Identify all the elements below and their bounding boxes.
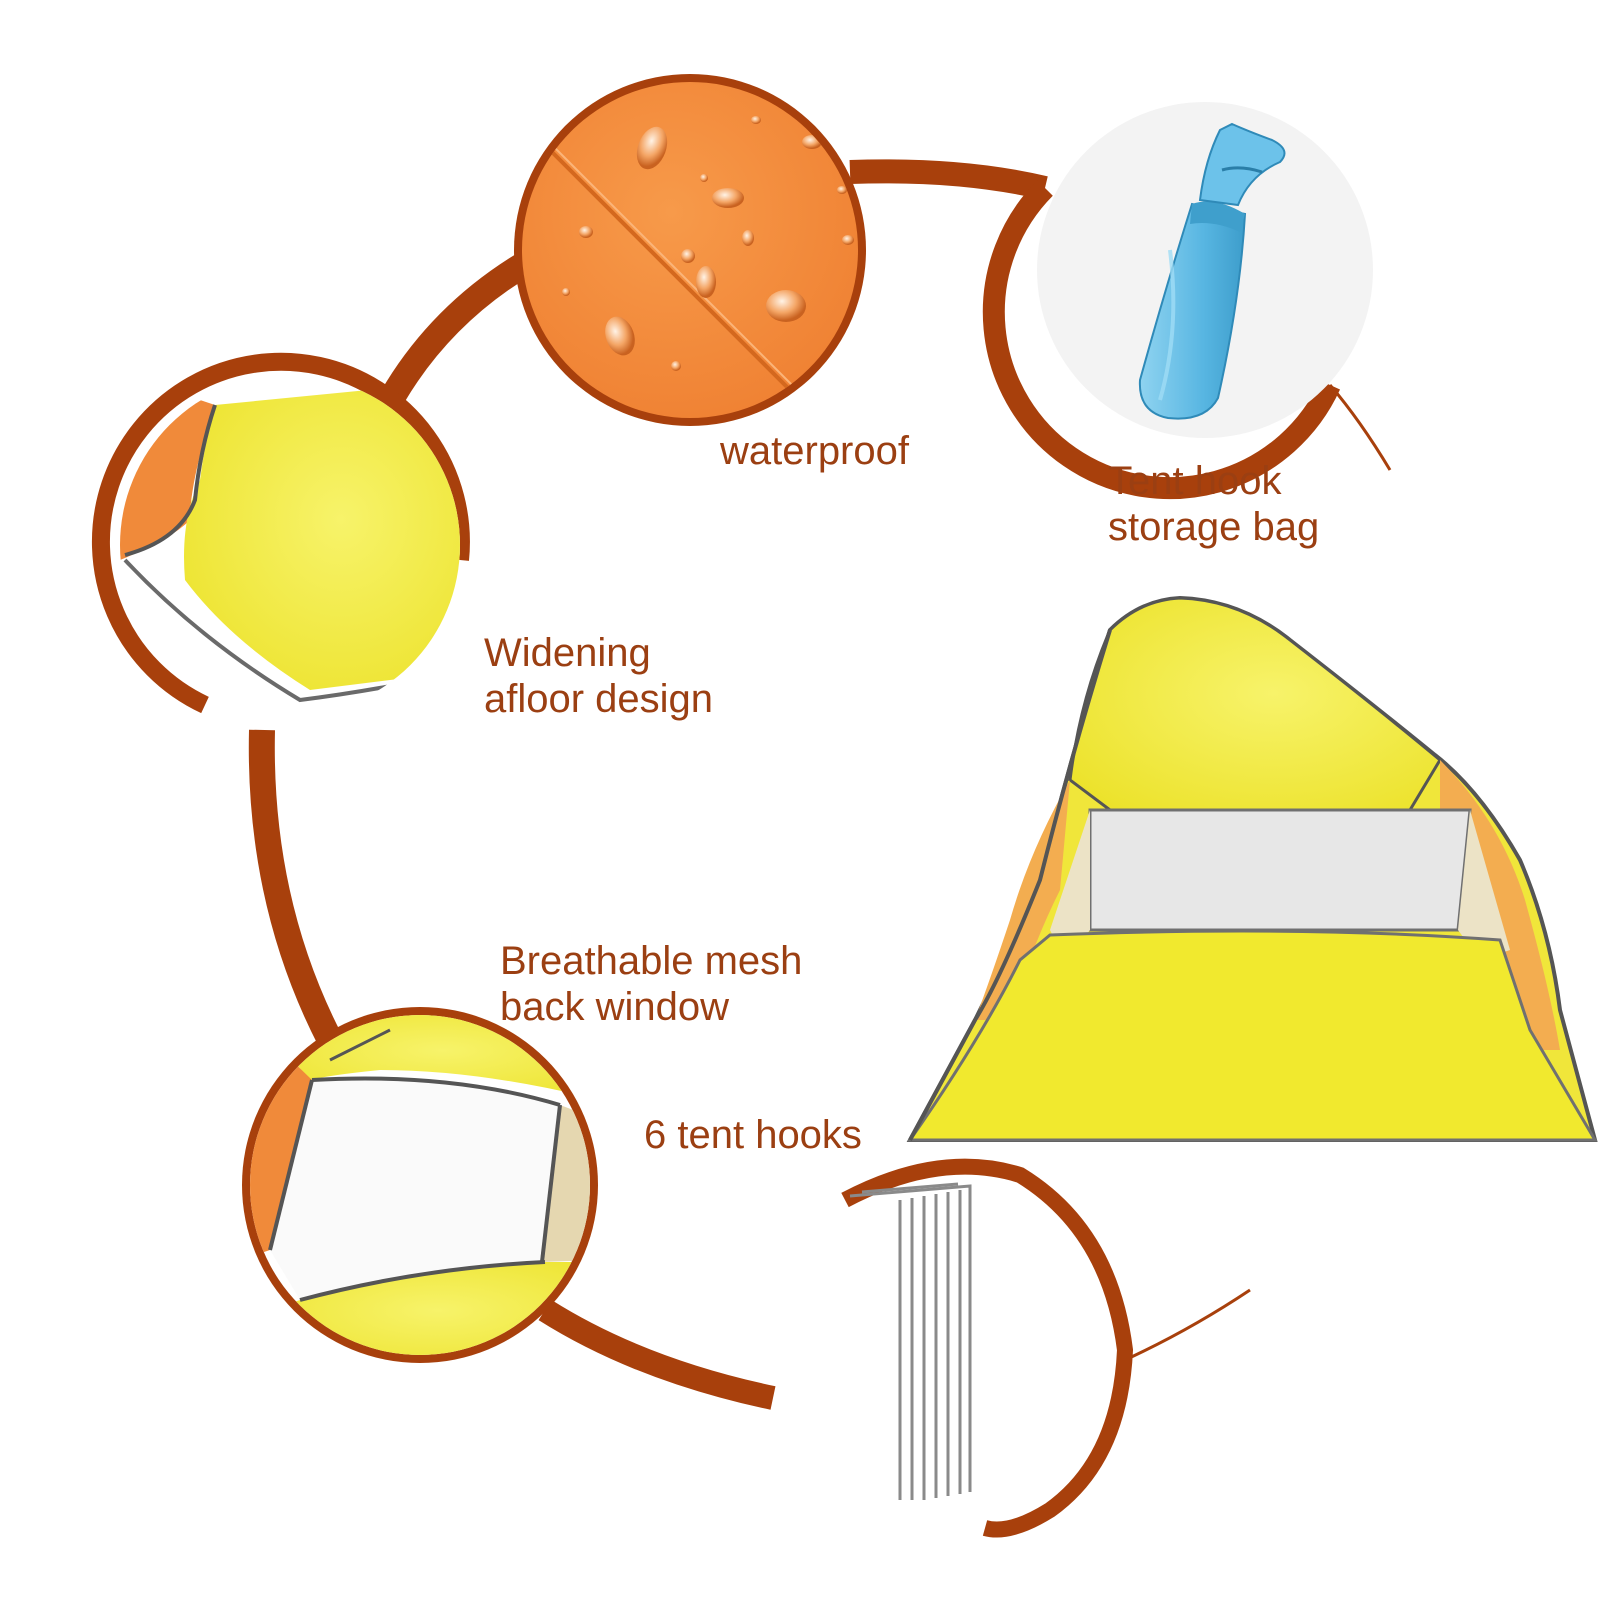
mesh-label-line-1: Breathable mesh [500,939,803,983]
floor-label-line-1: Widening [484,631,651,675]
hooks-label-line-1: 6 tent hooks [644,1113,862,1157]
tent-hooks-icon [849,1182,972,1500]
arc-segment-water-to-bag [849,159,1048,200]
mesh-label: Breathable mesh back window [500,938,802,1030]
arc-segment-mesh-to-bottom [538,1299,776,1410]
water-drops-icon [562,116,854,371]
storage-bag-detail [982,102,1392,500]
waterproof-label: waterproof [720,428,909,474]
storage-bag-label-line-1: Tent hook [1108,459,1282,503]
hooks-label: 6 tent hooks [644,1112,862,1158]
tent-illustration [906,595,1598,1142]
storage-bag-label-line-2: storage bag [1108,505,1320,549]
mesh-label-line-2: back window [500,985,730,1029]
waterproof-detail [514,74,866,426]
waterproof-label-line-1: waterproof [720,429,909,473]
storage-bag-label: Tent hook storage bag [1108,458,1319,550]
storage-bag-icon [1138,122,1286,420]
floor-detail [91,352,470,715]
arc-segment-water-to-floor [368,250,535,426]
floor-label-line-2: afloor design [484,677,714,721]
floor-label: Widening afloor design [484,630,713,722]
hooks-detail [841,1158,1251,1538]
arc-segment-floor-to-mesh [248,729,342,1046]
